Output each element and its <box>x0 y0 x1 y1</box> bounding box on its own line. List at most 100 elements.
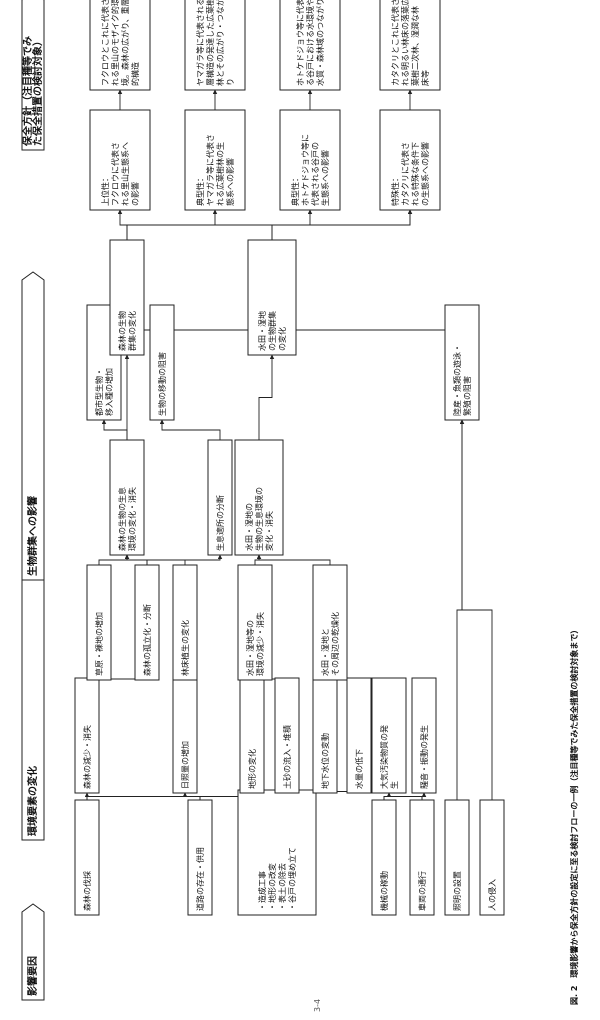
node-label-f1-line-0: 草原・裸地の増加 <box>94 612 104 676</box>
node-label-f2-line-0: 森林の孤立化・分断 <box>142 604 152 676</box>
node-label-k4-line-3: 床等 <box>420 70 430 86</box>
node-k2 <box>184 0 246 91</box>
node-label-j2-line-3: 態系への影響 <box>225 158 235 206</box>
node-j1 <box>89 109 151 211</box>
node-label-j2-line-2: れる広葉樹林の生 <box>215 142 225 206</box>
edge-c2-e2 <box>182 792 201 800</box>
node-label-k4-line-2: 葉樹二次林、湿潤な林 <box>410 6 420 86</box>
node-label-j3-line-1: ホトケドジョウ等に <box>300 134 310 206</box>
node-f4 <box>237 564 273 681</box>
edge-c1-e2 <box>86 792 188 800</box>
node-label-c4-line-0: 機械の稼動 <box>379 871 389 911</box>
node-label-c7-line-0: 人の侵入 <box>487 879 497 911</box>
node-b2 <box>149 304 175 421</box>
node-label-j1-line-1: フクロウに代表さ <box>110 142 120 206</box>
node-label-b3-line-1: 繁殖の阻害 <box>462 376 472 416</box>
node-label-g3-line-1: 生物の生息環境の <box>254 487 264 551</box>
node-label-e7-line-1: 生 <box>389 781 399 789</box>
node-c2 <box>187 799 213 916</box>
edge-c5-e8 <box>421 792 427 800</box>
node-label-i2-line-0: 水田・湿地 <box>257 311 267 351</box>
edge-f1-g1 <box>98 554 130 565</box>
node-label-j4-line-2: れる特殊な条件下 <box>410 142 420 206</box>
edge-c7-b3 <box>459 419 493 800</box>
node-label-c2-line-0: 道路の存在・供用 <box>195 847 205 911</box>
header-h1 <box>21 903 45 1001</box>
header-label-h1-line-0: 影響要因 <box>26 956 39 996</box>
edge-c4-e8 <box>383 792 427 800</box>
node-label-b1-line-1: 移入種の増加 <box>104 368 114 416</box>
node-e6 <box>346 677 372 794</box>
node-f2 <box>134 564 160 681</box>
node-label-f4-line-1: 環境の減少・消失 <box>255 612 265 676</box>
node-c3 <box>237 789 317 916</box>
node-label-k4-line-0: カタクリとこれに代表さ <box>390 0 400 86</box>
node-label-j4-line-3: の生態系への影響 <box>420 142 430 206</box>
node-label-k1-line-3: 的構造 <box>130 62 140 86</box>
node-label-c5-line-0: 車両の通行 <box>417 871 427 911</box>
node-label-k2-line-3: り <box>226 78 235 86</box>
node-c1 <box>74 799 100 916</box>
node-e3 <box>239 677 265 794</box>
node-label-k1-line-0: フクロウとこれに代表さ <box>100 0 110 86</box>
node-label-j1-line-0: 上位性： <box>100 174 110 206</box>
node-label-k1-line-1: れる里山のモザイク的環 <box>110 0 120 86</box>
node-label-k4-line-1: れる明るい林床の落葉広 <box>400 0 410 86</box>
node-label-i2-line-2: の変化 <box>277 327 287 351</box>
node-label-j3-line-3: 生態系への影響 <box>320 150 330 206</box>
node-label-e3-line-0: 地形の変化 <box>247 749 257 789</box>
node-label-f4-line-0: 水田・湿地等の <box>245 620 255 676</box>
node-label-c3-line-2: ・表土の除去 <box>277 863 287 911</box>
node-label-e7-line-0: 大気汚染物質の発 <box>379 725 389 789</box>
node-f3 <box>172 564 198 681</box>
node-label-k1-line-2: 境。森林の広がり、重層 <box>120 0 130 86</box>
node-label-c1-line-0: 森林の伐採 <box>82 871 92 911</box>
header-label-h3-line-0: 生物群集への影響 <box>26 496 39 576</box>
node-label-e8-line-0: 騒音・振動の発生 <box>419 725 429 789</box>
edge-f5-g3 <box>256 554 331 565</box>
node-g1 <box>109 439 145 556</box>
node-c6 <box>444 799 470 916</box>
node-label-e6-line-0: 水量の低下 <box>354 749 364 789</box>
node-label-e2-line-0: 日照量の増加 <box>180 741 190 789</box>
edge-g2-b2 <box>159 419 221 440</box>
node-label-f3-line-0: 林床植生の変化 <box>180 620 190 676</box>
node-i2 <box>247 239 297 356</box>
node-e1 <box>74 677 100 794</box>
node-label-e5-line-0: 地下水位の変動 <box>320 733 330 789</box>
node-label-e1-line-0: 森林の減少・消失 <box>82 725 92 789</box>
node-e8 <box>411 677 437 794</box>
node-label-k2-line-2: 林とその広がり・つなが <box>215 0 225 86</box>
node-label-e4-line-0: 土砂の流入・堆積 <box>282 725 292 789</box>
node-label-k2-line-1: 層構造の発達した広葉樹 <box>205 0 215 86</box>
node-label-j1-line-2: れる里山生態系へ <box>120 142 130 206</box>
edge-g1-b1 <box>101 419 128 440</box>
node-g2 <box>207 439 233 556</box>
node-label-g3-line-2: 変化・消失 <box>264 511 274 551</box>
node-f1 <box>86 564 112 681</box>
node-c4 <box>371 799 397 916</box>
node-label-k3-line-2: 水質・森林域のつながり <box>315 0 325 86</box>
node-f5 <box>312 564 348 681</box>
node-label-j2-line-0: 典型性： <box>195 174 205 206</box>
nodes-layer: 森林の伐採道路の存在・供用・造成工事・地形の改変・表土の除去・谷戸の埋め立て機械… <box>74 0 505 916</box>
node-j2 <box>184 109 246 211</box>
node-label-f5-line-0: 水田・湿地と <box>320 628 330 676</box>
edge-f2-g2 <box>146 554 223 565</box>
node-label-j3-line-2: 代表される谷戸の <box>310 142 320 206</box>
node-label-b3-line-0: 陸産・魚類の遊泳・ <box>452 344 462 416</box>
node-label-k2-line-0: ヤマガラ等に代表される階 <box>195 0 205 86</box>
node-label-g1-line-0: 森林の生物の生息 <box>117 487 127 551</box>
node-label-k3-line-1: る谷戸における水環境や <box>305 0 315 86</box>
edge-c6-b3 <box>456 419 465 800</box>
node-label-c6-line-0: 照明の設置 <box>452 871 462 911</box>
node-label-j2-line-1: ヤマガラ等に代表さ <box>205 134 215 206</box>
node-label-b2-line-0: 生物の移動の阻害 <box>157 352 167 416</box>
node-c7 <box>479 799 505 916</box>
node-label-g2-line-0: 生息適所の分断 <box>215 495 225 551</box>
edges-layer <box>84 89 493 800</box>
node-label-i1-line-1: 群集の変化 <box>127 311 137 351</box>
edge-g3-i2 <box>258 354 275 440</box>
node-label-j3-line-0: 典型性： <box>290 174 300 206</box>
